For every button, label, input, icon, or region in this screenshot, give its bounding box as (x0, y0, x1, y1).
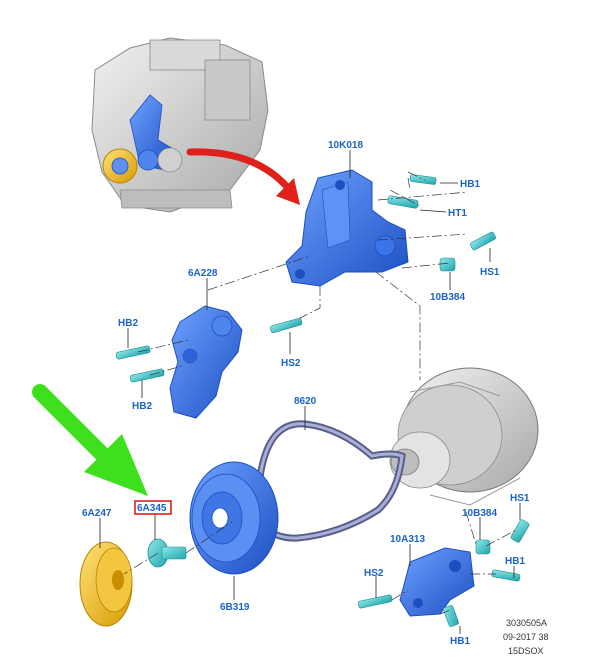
highlight-box (134, 500, 172, 515)
label-HB2-upper[interactable]: HB2 (118, 318, 138, 329)
label-HS2-upper[interactable]: HS2 (281, 358, 301, 369)
label-10B384-top[interactable]: 10B384 (430, 292, 465, 303)
engine-icon (91, 37, 269, 213)
label-HB1-top[interactable]: HB1 (460, 179, 480, 190)
bracket-icon (399, 547, 475, 617)
label-10A313[interactable]: 10A313 (390, 534, 425, 545)
green-arrow-icon (32, 384, 148, 496)
red-arrow-icon (186, 148, 300, 205)
ref-date: 09-2017 38 (503, 632, 549, 642)
label-6B319[interactable]: 6B319 (220, 602, 250, 613)
leader-lines (99, 150, 521, 634)
bolt-icon (269, 174, 496, 334)
label-6A228[interactable]: 6A228 (188, 268, 218, 279)
water-pump-icon (169, 305, 243, 419)
label-HB2-lower[interactable]: HB2 (132, 401, 152, 412)
label-HB1-lower[interactable]: HB1 (505, 556, 525, 567)
ref-code: 3030505A (506, 618, 547, 628)
label-HT1[interactable]: HT1 (448, 208, 467, 219)
label-10B384-lower[interactable]: 10B384 (462, 508, 497, 519)
label-HB1-bottom[interactable]: HB1 (450, 636, 470, 647)
label-HS1-lower[interactable]: HS1 (510, 493, 530, 504)
label-6A247[interactable]: 6A247 (82, 508, 112, 519)
label-6A345[interactable]: 6A345 (137, 503, 167, 514)
figure-reference: 3030505A 09-2017 38 15DSOX (503, 618, 549, 656)
bolt-icon (115, 345, 165, 383)
damper-pulley-icon (189, 461, 279, 575)
belt-icon (254, 420, 406, 542)
alternator-icon (389, 367, 539, 506)
assembly-lines (123, 171, 517, 615)
bolt-icon (357, 519, 530, 627)
bolt-icon (147, 538, 187, 568)
label-HS1-top[interactable]: HS1 (480, 267, 500, 278)
pulley-icon (79, 541, 133, 627)
ref-series: 15DSOX (508, 646, 544, 656)
label-HS2-lower[interactable]: HS2 (364, 568, 384, 579)
bracket-icon (285, 169, 409, 287)
label-10K018[interactable]: 10K018 (328, 140, 363, 151)
part-labels: 10K018 HB1 HT1 HS1 10B384 6A228 HB2 HB2 … (82, 140, 530, 647)
label-8620[interactable]: 8620 (294, 396, 317, 407)
